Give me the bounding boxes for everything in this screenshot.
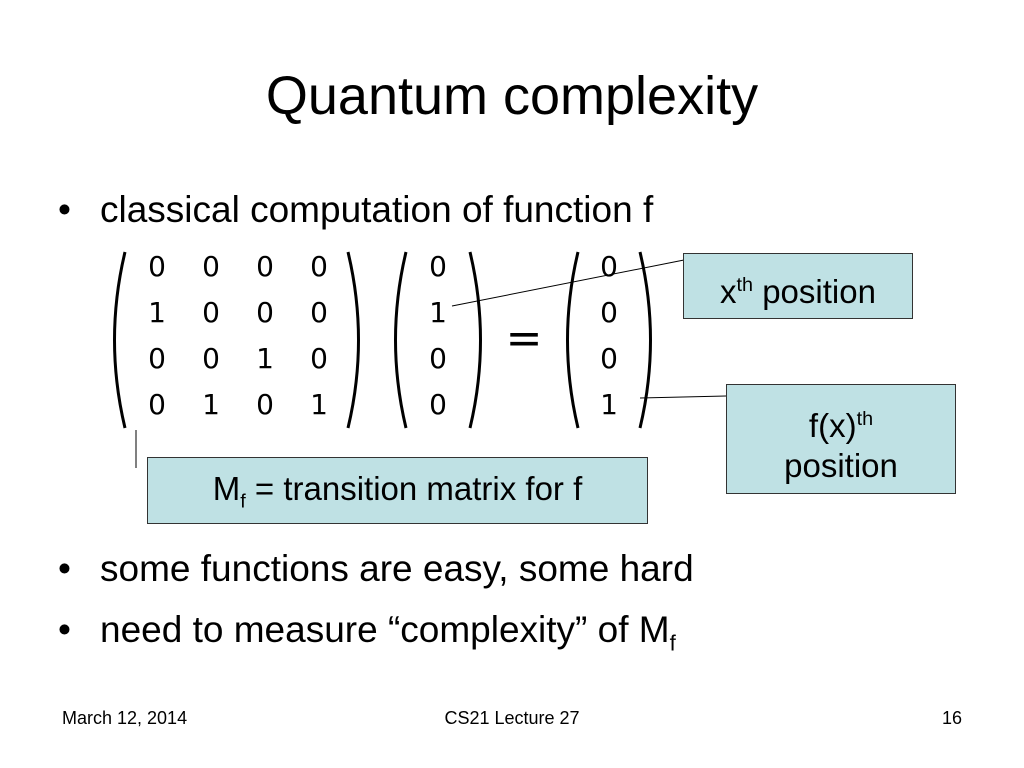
matrix-cell: 0 (148, 250, 166, 283)
vector-out-cell: 0 (600, 296, 618, 329)
footer-page-number: 16 (941, 708, 962, 728)
matrix-cell: 0 (148, 388, 166, 421)
matrix-cell: 0 (202, 250, 220, 283)
x-position-callout: xth position (683, 253, 913, 319)
bullet-dot: • (58, 609, 71, 650)
matrix-right-paren (346, 251, 360, 429)
matrix-cell: 0 (202, 296, 220, 329)
footer-course: CS21 Lecture 27 (444, 708, 580, 728)
callout-base: M (212, 470, 241, 507)
fx-position-callout: f(x)th position (726, 384, 956, 494)
matrix-cell: 0 (310, 342, 328, 375)
callout-text: position (753, 273, 876, 310)
matrix-cell: 0 (310, 296, 328, 329)
bullet-text-main: need to measure “complexity” of M (100, 609, 670, 650)
x-position-pointer (451, 259, 685, 307)
callout-text: = transition matrix for f (245, 470, 583, 507)
vector-in-cell: 0 (429, 250, 447, 283)
vector-out-cell: 0 (600, 342, 618, 375)
matrix-cell: 0 (148, 342, 166, 375)
vector-in-right-paren (468, 251, 482, 429)
matrix-cell: 1 (148, 296, 166, 329)
matrix-cell: 0 (256, 250, 274, 283)
transition-matrix-callout: Mf = transition matrix for f (147, 457, 648, 524)
callout-base: x (720, 273, 737, 310)
callout-sup: th (736, 274, 754, 296)
bullet-text: some functions are easy, some hard (100, 548, 694, 589)
matrix-cell: 0 (256, 388, 274, 421)
vector-out-cell: 1 (600, 388, 618, 421)
callout-line2: position (784, 447, 898, 484)
bullet-text: classical computation of function f (100, 189, 654, 230)
vector-out-left-paren (566, 251, 580, 429)
matrix-cell: 0 (310, 250, 328, 283)
matrix-cell: 0 (202, 342, 220, 375)
vector-in-cell: 1 (429, 296, 447, 329)
fx-position-pointer (639, 395, 727, 399)
matrix-left-paren (113, 251, 127, 429)
matrix-cell: 0 (256, 296, 274, 329)
equals-sign: = (506, 313, 543, 364)
vector-out-right-paren (638, 251, 652, 429)
bullet-dot: • (58, 189, 71, 230)
matrix-cell: 1 (310, 388, 328, 421)
callout-sup: th (856, 408, 874, 430)
callout-line1: f(x)th (727, 399, 955, 446)
vector-in-left-paren (394, 251, 408, 429)
footer-date: March 12, 2014 (62, 708, 188, 728)
callout-base: f(x) (808, 407, 857, 444)
bullet-text: need to measure “complexity” of Mf (100, 608, 676, 665)
matrix-cell: 1 (202, 388, 220, 421)
bullet-subscript: f (669, 630, 676, 656)
vector-out-cell: 0 (600, 250, 618, 283)
vector-in-cell: 0 (429, 342, 447, 375)
slide-title: Quantum complexity (265, 66, 759, 126)
vector-in-cell: 0 (429, 388, 447, 421)
matrix-cell: 1 (256, 342, 274, 375)
bullet-dot: • (58, 548, 71, 589)
callout-sub: f (240, 490, 246, 513)
